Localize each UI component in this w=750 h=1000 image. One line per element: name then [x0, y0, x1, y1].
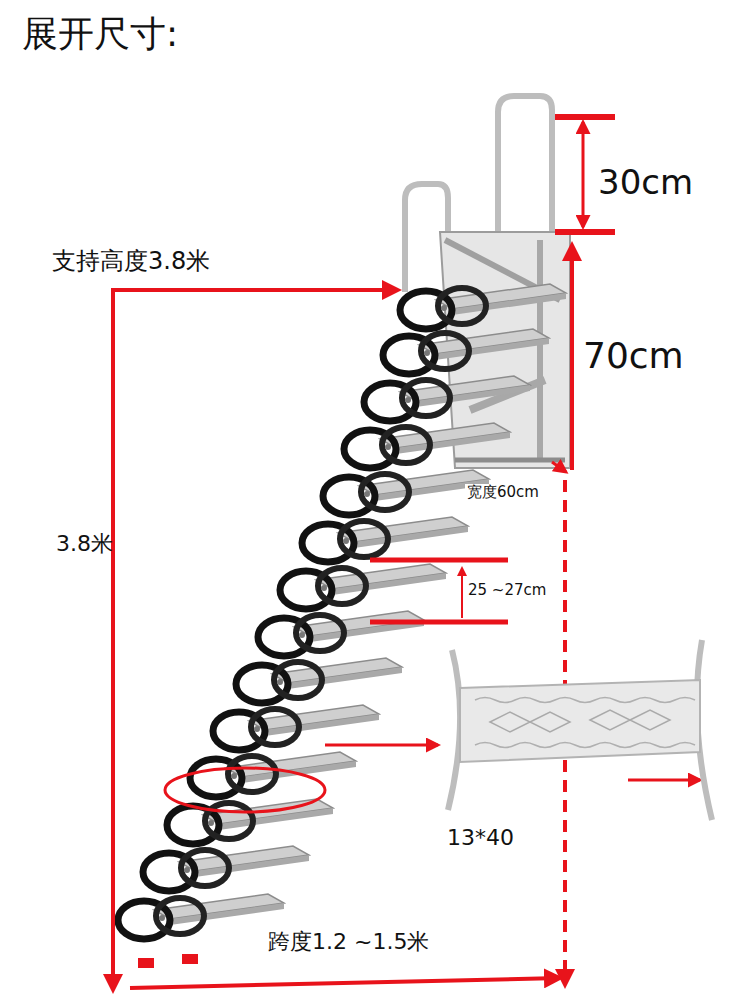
- span-label: 跨度1.2 ~1.5米: [268, 930, 429, 954]
- ladder-frame: [405, 96, 570, 468]
- dimension-label: 3.8米: [56, 532, 113, 556]
- ladder-foot: [138, 958, 154, 968]
- ladder-foot: [182, 954, 198, 964]
- height-label: 支持高度3.8米: [52, 248, 210, 274]
- size-label: 13*40: [447, 826, 514, 850]
- ladder-steps: [118, 284, 566, 968]
- dimension-label: 25 ~27cm: [468, 582, 546, 599]
- tread-detail: [448, 640, 712, 820]
- width-label: 宽度60cm: [465, 484, 541, 501]
- dimension-label: 30cm: [598, 164, 693, 201]
- diagram-title: 展开尺寸:: [22, 14, 178, 54]
- dimension-label: 70cm: [583, 336, 684, 376]
